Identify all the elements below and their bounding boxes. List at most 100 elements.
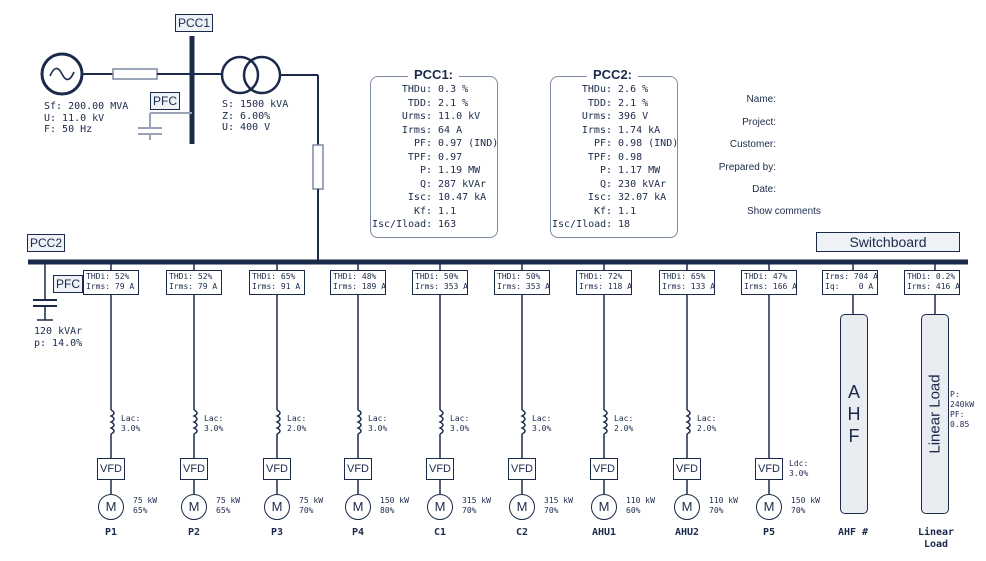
feeder-name: C1 (433, 527, 447, 538)
ac-reactor-icon (275, 409, 281, 435)
project-field-label: Prepared by: (718, 161, 776, 173)
linear-load-p-value: 240kW (950, 400, 975, 409)
reactor-params: Lac:2.0% (697, 414, 716, 434)
motor-kw: 110 kW (626, 496, 655, 505)
sine-wave-glyph (49, 67, 75, 81)
reactor-label: Lac: (450, 414, 470, 423)
reactor-params: Lac:3.0% (204, 414, 223, 434)
transformer-u: U: 400 V (222, 122, 271, 133)
reactor-value: 2.0% (287, 424, 307, 433)
linear-load-pf-label: PF: (950, 410, 965, 419)
source-u: U: 11.0 kV (44, 112, 105, 124)
vfd-block[interactable]: VFD (755, 458, 783, 480)
vfd-block[interactable]: VFD (508, 458, 536, 480)
feeder-irms: Irms: 91 A (252, 282, 301, 291)
feeder-irms: Irms: 353 A (497, 282, 550, 291)
reactor-params: Lac:3.0% (368, 414, 387, 434)
pcc2-row-key: Urms: (581, 111, 612, 122)
pcc1-row-value: 1.1 (438, 205, 457, 217)
pcc1-row: TPF: 0.97 (372, 152, 462, 164)
pcc1-tag: PCC1 (175, 14, 214, 32)
feeder-meter: THDi: 52%Irms: 79 A (166, 270, 222, 295)
pcc1-row: Irms: 64 A (372, 125, 462, 137)
pcc2-row: THDu: 2.6 % (552, 84, 648, 96)
reactor-label: Ldc: (789, 459, 809, 468)
vfd-block[interactable]: VFD (590, 458, 618, 480)
pcc2-row: P: 1.17 MW (552, 165, 660, 177)
pcc1-row: Isc: 10.47 kA (372, 192, 486, 204)
motor-load: 65% (216, 506, 231, 515)
motor-icon[interactable]: M (181, 494, 207, 520)
pcc1-row-value: 1.19 MW (438, 165, 481, 176)
vfd-block[interactable]: VFD (344, 458, 372, 480)
pcc1-row-value: 11.0 kV (438, 111, 481, 122)
motor-load: 70% (791, 506, 806, 515)
linear-load-name: Linear Load (917, 527, 955, 550)
motor-icon[interactable]: M (591, 494, 617, 520)
motor-icon[interactable]: M (674, 494, 700, 520)
pcc1-row-key: PF: (413, 138, 432, 149)
vfd-block[interactable]: VFD (673, 458, 701, 480)
pcc2-row-key: PF: (593, 138, 612, 149)
project-field-label: Customer: (729, 139, 776, 150)
feeder-irms: Irms: 353 A (415, 282, 468, 291)
motor-load: 70% (462, 506, 477, 515)
linear-load-p-label: P: (950, 390, 960, 399)
pcc1-row-key: THDu: (401, 84, 432, 95)
pcc1-row: Q: 287 kVAr (372, 179, 486, 191)
pcc2-row-key: TDD: (587, 97, 612, 109)
motor-kw: 315 kW (544, 496, 573, 505)
motor-icon[interactable]: M (509, 494, 535, 520)
motor-kw: 110 kW (709, 496, 738, 505)
motor-icon[interactable]: M (427, 494, 453, 520)
motor-icon[interactable]: M (264, 494, 290, 520)
feeder-irms: Irms: 79 A (86, 282, 135, 291)
motor-kw: 75 kW (299, 496, 324, 505)
ahf-name: AHF # (837, 527, 869, 538)
reactor-params: Ldc:3.0% (789, 459, 808, 479)
pcc2-results-panel (550, 76, 678, 238)
vfd-block[interactable]: VFD (180, 458, 208, 480)
feeder-irms: Irms: 133 A (662, 282, 715, 291)
pcc2-row: Isc: 32.07 kA (552, 192, 666, 204)
vfd-block[interactable]: VFD (263, 458, 291, 480)
feeder-name: P4 (351, 527, 365, 538)
pcc2-row-value: 0.98 (IND) (618, 138, 679, 149)
feeder-irms: Irms: 166 A (744, 282, 797, 291)
motor-icon[interactable]: M (345, 494, 371, 520)
reactor-label: Lac: (204, 414, 224, 423)
linear-load-thdi: THDi: 0.2% (907, 272, 956, 281)
show-comments-link[interactable]: Show comments (747, 206, 821, 217)
pcc1-row-key: TDD: (407, 97, 432, 109)
pcc2-row: Q: 230 kVAr (552, 179, 666, 191)
pcc1-row: TDD: 2.1 % (372, 98, 468, 110)
linear-load-irms: Irms: 416 A (907, 282, 960, 291)
vfd-block[interactable]: VFD (426, 458, 454, 480)
pcc1-row: Isc/Iload: 163 (372, 219, 456, 231)
pcc1-row-key: Urms: (401, 111, 432, 122)
feeder-meter: THDi: 72%Irms: 118 A (576, 270, 632, 295)
feeder-name: P1 (104, 527, 118, 538)
reactor-value: 3.0% (450, 424, 470, 433)
pcc1-row-value: 10.47 kA (438, 192, 487, 203)
pcc1-row-key: Irms: (401, 124, 432, 136)
reactor-value: 3.0% (789, 469, 809, 478)
ac-reactor-icon (602, 409, 608, 435)
reactor-label: Lac: (697, 414, 717, 423)
motor-icon[interactable]: M (756, 494, 782, 520)
transformer-secondary-icon (242, 55, 282, 95)
vfd-block[interactable]: VFD (97, 458, 125, 480)
source-f: F: 50 Hz (44, 124, 93, 135)
pcc2-row: PF: 0.98 (IND) (552, 138, 678, 150)
feeder-name: P2 (187, 527, 201, 538)
motor-load: 70% (299, 506, 314, 515)
linear-load-unit[interactable]: Linear Load (921, 314, 949, 514)
motor-icon[interactable]: M (98, 494, 124, 520)
reactor-value: 3.0% (121, 424, 141, 433)
cable-impedance (312, 144, 324, 190)
